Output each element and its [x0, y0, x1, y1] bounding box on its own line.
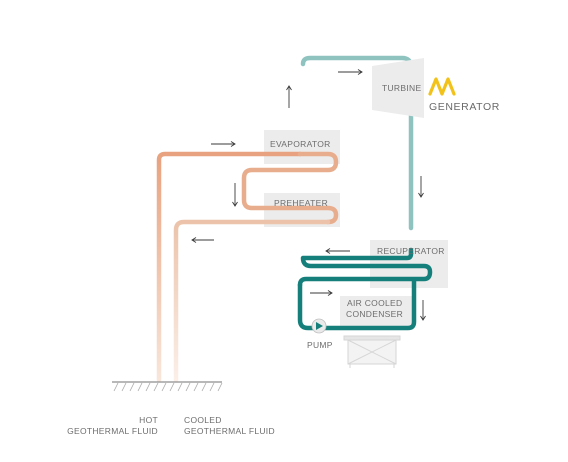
cooled-fluid-line — [173, 219, 331, 383]
generator-icon — [428, 77, 456, 96]
arrow-downcomer-down — [418, 176, 424, 198]
arrow-evaporator-right — [211, 141, 236, 147]
turbine — [372, 58, 424, 118]
turbine-body — [372, 58, 424, 118]
arrow-serpentine-down — [232, 183, 238, 207]
pump-label: PUMP — [307, 340, 333, 350]
cooled-fluid-label-line1: COOLED — [184, 415, 222, 425]
arrow-condenser-right — [310, 290, 333, 296]
generator-label: GENERATOR — [429, 101, 500, 113]
pump — [311, 318, 327, 334]
turbine-label: TURBINE — [382, 83, 421, 93]
arrow-riser-up — [286, 85, 292, 108]
evaporator-label: EVAPORATOR — [270, 139, 331, 149]
ground — [112, 381, 223, 392]
flow-arrows — [191, 69, 426, 321]
recuperator-label: RECUPERATOR — [377, 246, 445, 256]
arrow-top-right — [338, 69, 363, 75]
condenser-loop — [297, 277, 417, 331]
arrow-recuperator-left — [325, 248, 350, 254]
pump-triangle — [316, 322, 323, 330]
hot-fluid-label-line2: GEOTHERMAL FLUID — [67, 426, 158, 436]
arrow-condenser-down — [420, 300, 426, 321]
hot-fluid-riser — [156, 151, 303, 383]
evaporator-coil — [241, 151, 339, 225]
recuperator-coil — [297, 247, 433, 288]
condenser-label-line1: AIR COOLED — [347, 298, 402, 308]
preheater-label: PREHEATER — [274, 198, 328, 208]
condenser-label-line2: CONDENSER — [346, 309, 403, 319]
condenser-box — [340, 296, 412, 326]
hot-fluid-label-line1: HOT — [139, 415, 158, 425]
arrow-cooled-left — [191, 237, 214, 243]
cooled-fluid-label-line2: GEOTHERMAL FLUID — [184, 426, 275, 436]
geothermal-loop — [156, 151, 339, 383]
condenser-fan-stand — [343, 335, 401, 368]
